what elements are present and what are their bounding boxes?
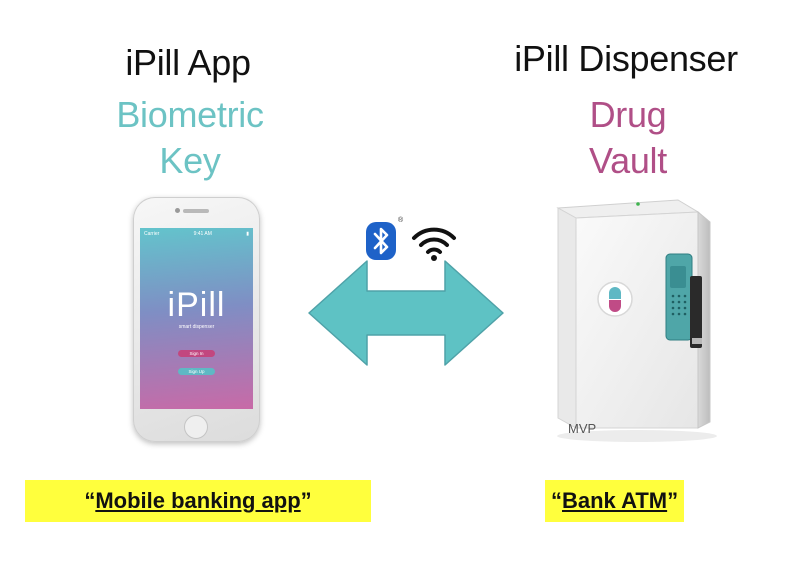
phone-status-bar: Carrier 9:41 AM ▮ <box>144 231 249 237</box>
app-subtitle-line1: Biometric <box>116 94 264 135</box>
wifi-icon <box>410 222 458 267</box>
phone-screen: Carrier 9:41 AM ▮ iPill smart dispenser … <box>140 228 253 409</box>
mvp-label: MVP <box>568 421 597 436</box>
app-title: iPill App <box>125 42 251 83</box>
dispenser-image <box>542 196 717 466</box>
mobile-banking-label: “Mobile banking app” <box>25 480 371 522</box>
sign-up-button: Sign Up <box>178 368 215 375</box>
dispenser-subtitle-line2: Vault <box>589 140 667 181</box>
double-arrow <box>307 259 505 372</box>
quote-close: ” <box>667 488 679 513</box>
mobile-banking-text: Mobile banking app <box>95 488 301 513</box>
ipill-logo: iPill <box>167 286 226 324</box>
bluetooth-icon <box>366 222 396 260</box>
registered-mark: ® <box>398 217 404 224</box>
carrier-label: Carrier <box>144 231 160 237</box>
clock-label: 9:41 AM <box>193 231 212 237</box>
quote-close: ” <box>300 488 312 513</box>
phone-camera <box>175 208 180 213</box>
ipill-tagline: smart dispenser <box>178 324 215 330</box>
phone-image: Carrier 9:41 AM ▮ iPill smart dispenser … <box>133 197 260 442</box>
battery-icon: ▮ <box>246 231 249 237</box>
quote-open: “ <box>551 488 562 513</box>
bank-atm-label: “Bank ATM” <box>545 480 685 522</box>
app-subtitle-line2: Key <box>159 140 221 181</box>
dispenser-title: iPill Dispenser <box>514 38 738 79</box>
dispenser-subtitle-line1: Drug <box>589 94 667 135</box>
quote-open: “ <box>84 488 96 513</box>
phone-speaker <box>183 209 209 213</box>
home-button <box>184 415 208 439</box>
sign-in-button: Sign In <box>178 350 215 357</box>
bank-atm-text: Bank ATM <box>562 488 668 513</box>
